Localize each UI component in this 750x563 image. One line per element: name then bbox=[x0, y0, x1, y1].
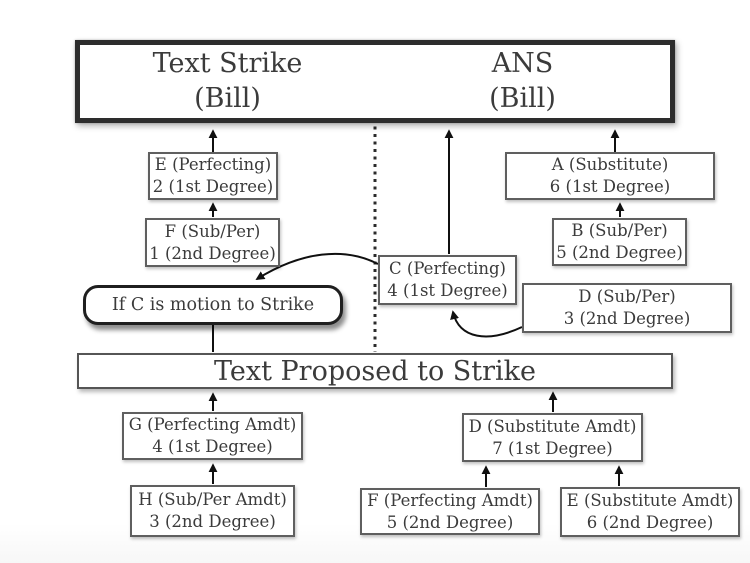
node-degree: 6 (2nd Degree) bbox=[586, 513, 714, 532]
node-d-substitute-amdt: D (Substitute Amdt) 7 (1st Degree) bbox=[462, 413, 643, 462]
node-a-substitute: A (Substitute) 6 (1st Degree) bbox=[505, 152, 715, 200]
ans-section: ANS (Bill) bbox=[375, 45, 670, 118]
node-degree: 4 (1st Degree) bbox=[387, 281, 508, 300]
node-label: D (Sub/Per) bbox=[578, 287, 676, 306]
node-degree: 6 (1st Degree) bbox=[549, 177, 671, 196]
node-g-perfecting-amdt: G (Perfecting Amdt) 4 (1st Degree) bbox=[122, 412, 303, 460]
callout-text: If C is motion to Strike bbox=[111, 295, 315, 315]
node-degree: 3 (2nd Degree) bbox=[563, 309, 691, 328]
node-label: A (Substitute) bbox=[551, 155, 669, 174]
callout-if-c-motion-to-strike: If C is motion to Strike bbox=[83, 285, 343, 325]
midbar-text: Text Proposed to Strike bbox=[213, 355, 537, 387]
node-b-subper: B (Sub/Per) 5 (2nd Degree) bbox=[552, 218, 687, 266]
node-label: C (Perfecting) bbox=[389, 259, 506, 278]
ans-subtitle: (Bill) bbox=[489, 82, 556, 114]
curved-arrow-d-to-c bbox=[450, 310, 523, 338]
text-strike-subtitle: (Bill) bbox=[194, 82, 261, 114]
node-degree: 5 (2nd Degree) bbox=[556, 243, 683, 262]
node-label: H (Sub/Per Amdt) bbox=[138, 490, 287, 509]
node-label: F (Perfecting Amdt) bbox=[367, 490, 533, 510]
text-strike-section: Text Strike (Bill) bbox=[80, 45, 375, 118]
node-label: G (Perfecting Amdt) bbox=[128, 415, 297, 434]
node-degree: 1 (2nd Degree) bbox=[149, 243, 276, 263]
text-strike-title: Text Strike bbox=[152, 48, 303, 80]
node-degree: 4 (1st Degree) bbox=[152, 437, 273, 456]
node-degree: 7 (1st Degree) bbox=[492, 438, 613, 458]
node-f-perfecting-amdt: F (Perfecting Amdt) 5 (2nd Degree) bbox=[360, 488, 540, 535]
node-label: D (Substitute Amdt) bbox=[468, 416, 637, 436]
node-f-subper: F (Sub/Per) 1 (2nd Degree) bbox=[145, 218, 280, 267]
node-e-perfecting: E (Perfecting) 2 (1st Degree) bbox=[148, 152, 278, 200]
node-label: E (Substitute Amdt) bbox=[566, 491, 734, 510]
node-label: E (Perfecting) bbox=[154, 155, 272, 174]
node-degree: 2 (1st Degree) bbox=[152, 177, 274, 196]
node-e-substitute-amdt: E (Substitute Amdt) 6 (2nd Degree) bbox=[560, 487, 740, 537]
node-degree: 5 (2nd Degree) bbox=[386, 512, 514, 532]
bill-header-box: Text Strike (Bill) ANS (Bill) bbox=[75, 40, 675, 123]
node-c-perfecting: C (Perfecting) 4 (1st Degree) bbox=[378, 255, 517, 305]
node-label: F (Sub/Per) bbox=[164, 221, 261, 241]
node-degree: 3 (2nd Degree) bbox=[149, 512, 276, 531]
ans-title: ANS bbox=[491, 48, 554, 80]
node-d-subper: D (Sub/Per) 3 (2nd Degree) bbox=[522, 283, 732, 333]
node-h-subper-amdt: H (Sub/Per Amdt) 3 (2nd Degree) bbox=[130, 485, 295, 537]
text-proposed-to-strike-bar: Text Proposed to Strike bbox=[77, 353, 673, 389]
node-label: B (Sub/Per) bbox=[571, 221, 668, 240]
